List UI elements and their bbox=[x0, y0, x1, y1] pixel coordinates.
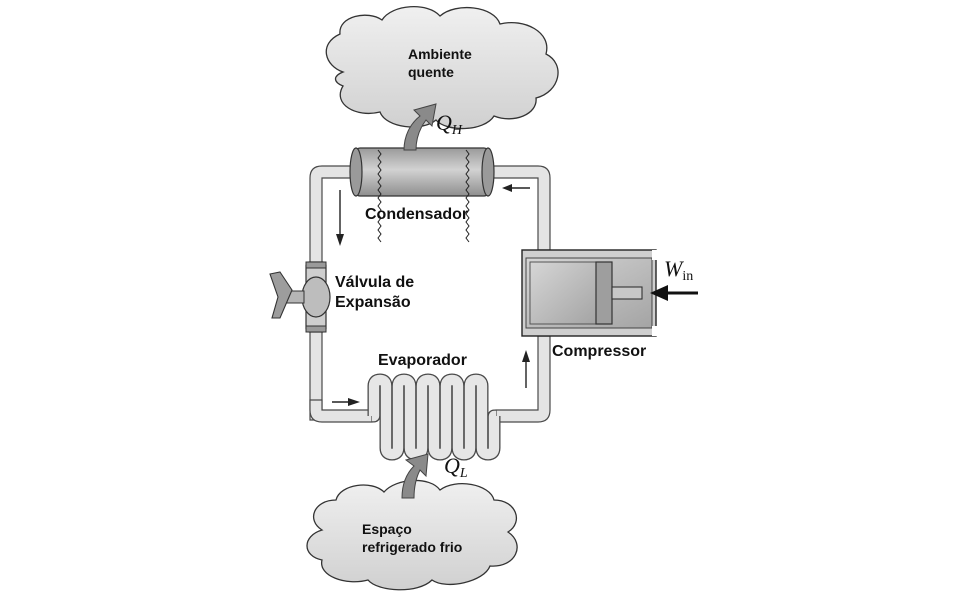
evaporator-label: Evaporador bbox=[378, 352, 467, 369]
cold-space-label-line1: Espaço bbox=[362, 521, 412, 537]
hot-environment-label-line2: quente bbox=[408, 64, 454, 80]
flow-arrow-up-right bbox=[522, 350, 530, 388]
flow-arrow-right-bottom bbox=[332, 398, 360, 406]
flow-arrow-down-left bbox=[336, 190, 344, 246]
hot-environment-cloud bbox=[325, 5, 559, 130]
work-subscript: in bbox=[682, 269, 694, 284]
evaporator-coil bbox=[367, 373, 501, 461]
condenser bbox=[349, 147, 495, 243]
q-cold-letter: Q bbox=[444, 453, 460, 478]
expansion-valve-label-line2: Expansão bbox=[335, 294, 411, 311]
heat-rejected-symbol: QH bbox=[436, 110, 462, 139]
condenser-label: Condensador bbox=[365, 206, 469, 223]
work-input-symbol: Win bbox=[664, 256, 693, 285]
work-letter: W bbox=[664, 256, 683, 281]
cold-space-label-line2: refrigerado frio bbox=[362, 539, 463, 555]
compressor bbox=[521, 249, 658, 337]
q-cold-subscript: L bbox=[459, 466, 468, 481]
compressor-label: Compressor bbox=[552, 343, 647, 360]
heat-absorbed-arrow bbox=[401, 453, 429, 499]
hot-environment-label-line1: Ambiente bbox=[408, 46, 472, 62]
flow-arrow-left-top bbox=[502, 184, 530, 192]
expansion-valve-label-line1: Válvula de bbox=[335, 274, 415, 291]
expansion-valve bbox=[269, 261, 331, 333]
q-hot-subscript: H bbox=[451, 123, 463, 138]
q-hot-letter: Q bbox=[436, 110, 452, 135]
heat-rejected-arrow bbox=[403, 103, 437, 151]
cold-space-cloud bbox=[306, 479, 518, 591]
heat-absorbed-symbol: QL bbox=[444, 453, 468, 482]
work-input-arrow bbox=[650, 285, 698, 301]
